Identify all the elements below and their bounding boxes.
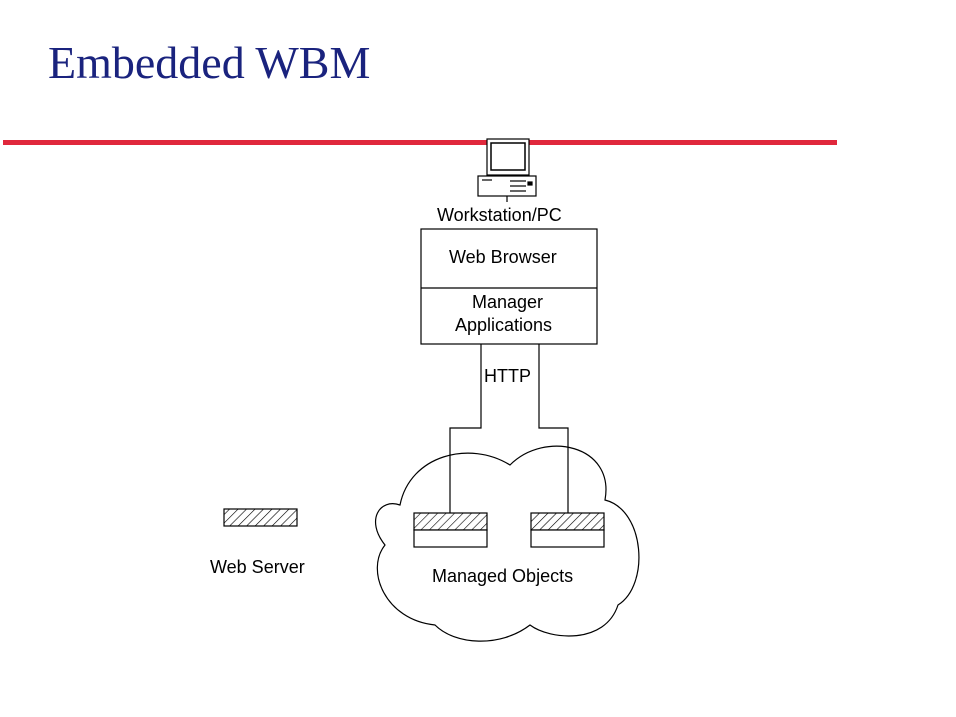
workstation-label: Workstation/PC — [437, 205, 562, 225]
manager-label-line2: Applications — [455, 315, 552, 335]
hatched-web-server-icon — [223, 508, 298, 527]
web-browser-label: Web Browser — [449, 247, 557, 267]
managed-objects-label: Managed Objects — [432, 566, 573, 586]
manager-label-line1: Manager — [472, 292, 543, 312]
http-connection — [449, 344, 569, 513]
managed-object-2 — [530, 512, 605, 548]
cloud-shape — [374, 445, 640, 642]
http-label: HTTP — [484, 366, 531, 386]
title-divider — [3, 140, 837, 145]
slide-title: Embedded WBM — [48, 37, 371, 88]
web-server-legend-label: Web Server — [210, 557, 305, 577]
client-stack-box — [420, 228, 598, 345]
managed-object-1 — [413, 512, 488, 548]
computer-icon — [477, 138, 537, 202]
